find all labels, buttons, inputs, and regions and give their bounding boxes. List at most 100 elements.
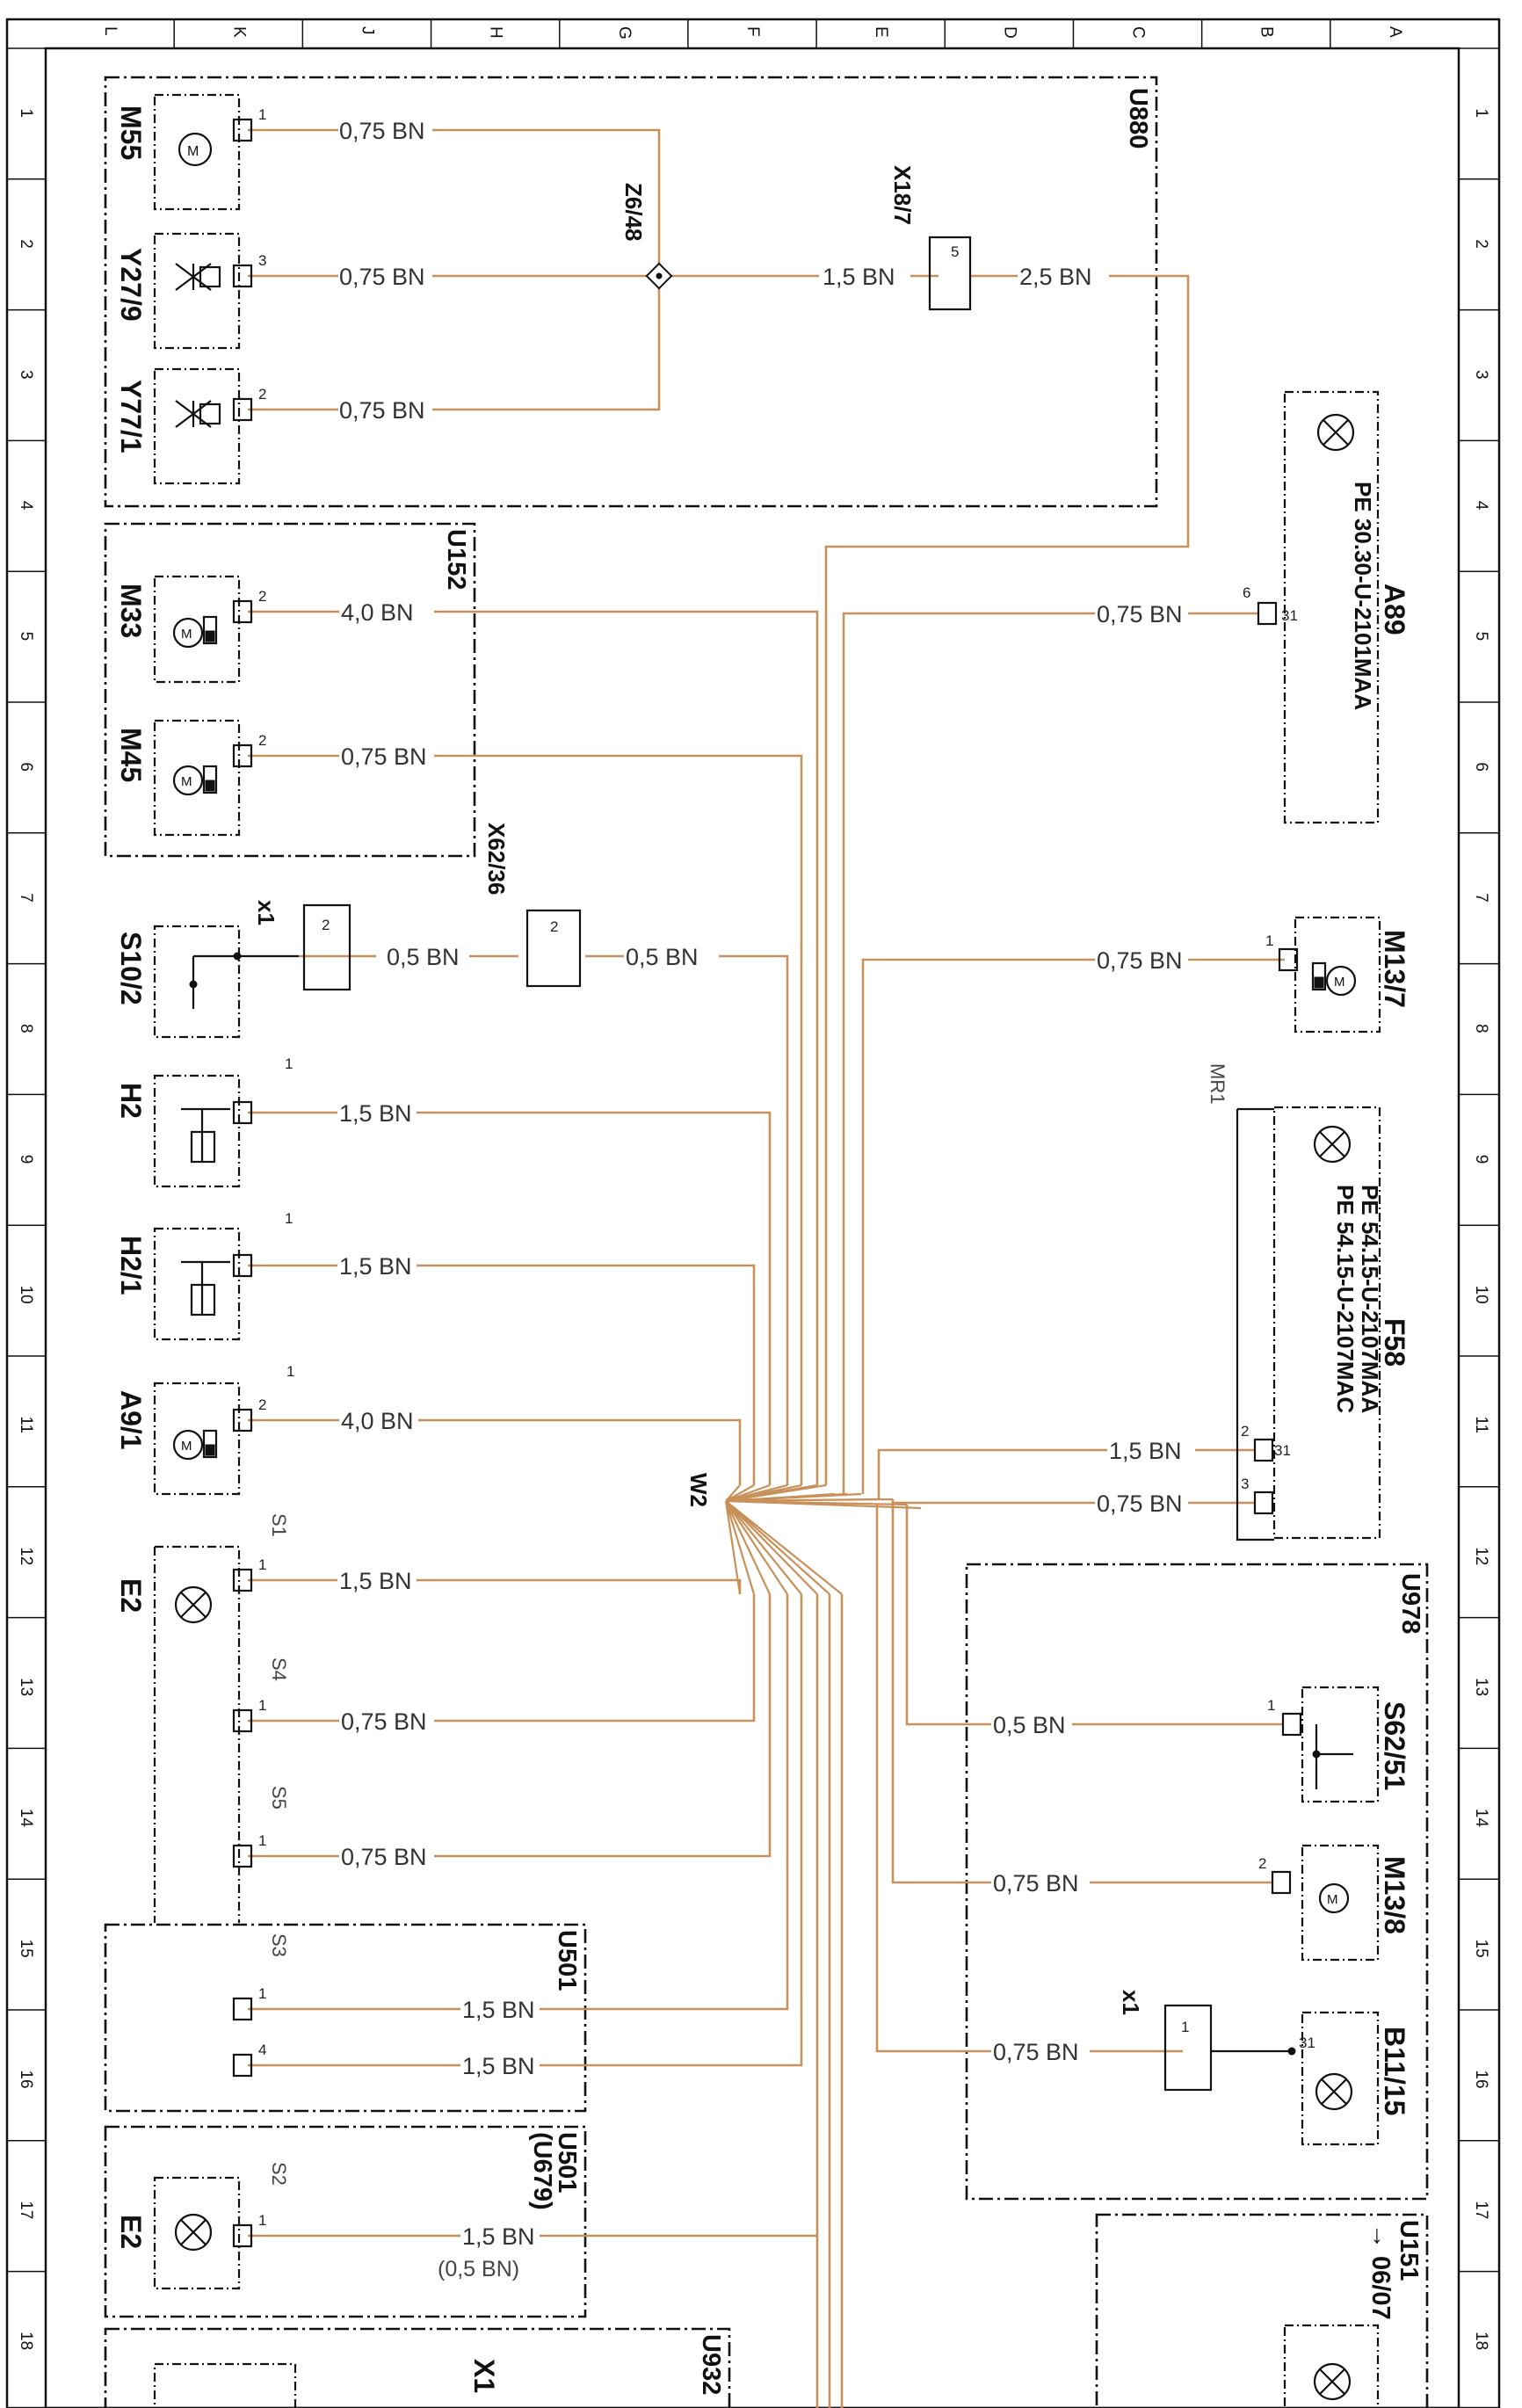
- row-label-left: 7: [17, 893, 35, 903]
- row-label-right: 18: [1472, 2332, 1490, 2350]
- pin-x1-right: 1: [1181, 2019, 1189, 2035]
- row-label-left: 5: [17, 632, 35, 642]
- wire-x18-out: [824, 274, 1190, 1485]
- pin-m33: 2: [258, 588, 266, 605]
- svg-text:M: M: [181, 774, 192, 789]
- row-label-left: 13: [17, 1678, 35, 1696]
- wire-label-e2-s2: 1,5 BN: [462, 2223, 535, 2250]
- row-label-left: 2: [17, 239, 35, 249]
- wire-label-m13-8: 0,75 BN: [993, 1870, 1079, 1897]
- box-u501-b: [104, 2125, 587, 2318]
- label-e2-a: E2: [115, 1578, 147, 1613]
- wire-a89: [842, 612, 1258, 1494]
- code-f58-2: PE 54.15-U-2107MAC: [1332, 1185, 1359, 1413]
- wire-label-m33: 4,0 BN: [341, 599, 414, 626]
- row-label-right: 11: [1472, 1416, 1490, 1433]
- connector-x1-left: 2 x1: [253, 900, 352, 991]
- row-label-right: 2: [1472, 239, 1490, 249]
- component-y27-9: 3 Y27/9: [115, 232, 266, 350]
- wire-label-s3-b: 1,5 BN: [462, 2053, 535, 2079]
- wire-s3-b: [248, 1594, 803, 2067]
- row-label-left: 14: [17, 1809, 35, 1828]
- row-label-left: 12: [17, 1547, 35, 1565]
- wire-label-s10-2: 0,5 BN: [387, 944, 460, 970]
- wire-m33: [248, 610, 819, 1485]
- row-label-right: 1: [1472, 108, 1490, 118]
- wire-label-s3-a: 1,5 BN: [462, 1997, 535, 2023]
- wire-label-a9-1: 4,0 BN: [341, 1408, 414, 1434]
- pin-m13-7: 1: [1265, 932, 1273, 949]
- label-x1-left: x1: [253, 900, 279, 925]
- pin-y77-1: 2: [258, 386, 266, 403]
- label-m33: M33: [115, 584, 147, 638]
- column-label: B: [1257, 26, 1276, 38]
- box-ref-u151: → 06/07: [1366, 2223, 1395, 2320]
- wire-m13-7: [861, 958, 1285, 1494]
- label-s3: S3: [268, 1933, 290, 1957]
- component-a89: 6 31 A89 PE 30.30-U-2101MAA: [1243, 413, 1410, 710]
- row-label-left: 10: [17, 1286, 35, 1304]
- pin-f58-b: 31: [1274, 1442, 1291, 1459]
- wire-f58-a: [877, 1448, 1255, 1499]
- label-y27-9: Y27/9: [115, 248, 147, 322]
- wire-label-x18-out: 2,5 BN: [1019, 264, 1092, 290]
- row-label-right: 14: [1472, 1809, 1490, 1828]
- pin-f58-a: 2: [1241, 1423, 1249, 1440]
- column-label: E: [872, 26, 890, 38]
- component-e2-b: 1 S2 E2: [115, 2162, 290, 2290]
- wire-s4: [248, 1594, 756, 1723]
- row-label-right: 15: [1472, 1940, 1490, 1958]
- pin-m13-8: 2: [1258, 1855, 1266, 1872]
- box-title-u151: U151: [1395, 2220, 1423, 2281]
- column-label: A: [1386, 26, 1404, 38]
- row-label-right: 7: [1472, 893, 1490, 903]
- column-label: J: [358, 26, 376, 35]
- wire-label-m45: 0,75 BN: [341, 743, 427, 770]
- component-s10-2: S10/2: [115, 925, 299, 1039]
- pin-a89-b: 31: [1281, 607, 1298, 624]
- label-y77-1: Y77/1: [115, 380, 147, 453]
- row-label-left: 11: [17, 1416, 35, 1433]
- pin-e2-s1: 1: [258, 1556, 266, 1573]
- component-f58: 2 31 3 F58 PE 54.15-U-2107MAA PE 54.15-U…: [1241, 1125, 1410, 1515]
- dashed-boxes: [104, 76, 1429, 2408]
- pin-m45: 2: [258, 732, 266, 749]
- pin-s3-a: 1: [258, 1985, 266, 2002]
- box-a89: [1283, 390, 1380, 824]
- wire-label-h2: 1,5 BN: [339, 1100, 412, 1127]
- wire-y77-1: [248, 276, 661, 411]
- pin-s5: 1: [258, 1832, 266, 1849]
- box-title-u152: U152: [442, 529, 470, 590]
- pin-a9-1-inner: 2: [258, 1396, 266, 1413]
- pin-h2-1: 1: [285, 1210, 293, 1227]
- box-title-u501-a: U501: [553, 1930, 581, 1991]
- row-label-left: 18: [17, 2332, 35, 2350]
- component-h2-1: 1 H2/1: [115, 1210, 293, 1341]
- row-label-right: 8: [1472, 1024, 1490, 1034]
- connector-x1-right: 1 x1: [1118, 1990, 1213, 2092]
- box-title-u880: U880: [1124, 88, 1152, 149]
- pin-m55: 1: [258, 106, 266, 123]
- label-a9-1: A9/1: [115, 1390, 147, 1450]
- component-e2-a: 1 1 1 S1 S4 S5 E2: [115, 1513, 290, 1923]
- label-h2-1: H2/1: [115, 1236, 147, 1295]
- wire-labels: 0,75 BN 0,75 BN 0,75 BN 1,5 BN 2,5 BN 4,…: [339, 118, 1183, 2281]
- label-z6-48: Z6/48: [620, 183, 647, 242]
- label-m45: M45: [115, 728, 147, 782]
- component-u151-symbol: [1283, 2324, 1380, 2408]
- row-label-right: 3: [1472, 370, 1490, 380]
- wire-label-z6-x18: 1,5 BN: [823, 264, 895, 290]
- row-label-left: 1: [17, 108, 35, 118]
- pin-f58-c: 3: [1241, 1476, 1249, 1492]
- wire-label-y77-1: 0,75 BN: [339, 397, 425, 424]
- row-label-right: 16: [1472, 2070, 1490, 2088]
- component-y77-1: 2 Y77/1: [115, 367, 266, 485]
- label-s1: S1: [268, 1513, 290, 1537]
- wire-m45: [248, 754, 803, 1485]
- pin-s62-51: 1: [1267, 1697, 1275, 1714]
- box-u151: [1095, 2213, 1429, 2408]
- pin-s4: 1: [258, 1697, 266, 1714]
- row-label-right: 6: [1472, 762, 1490, 772]
- component-m13-7: M 1 M13/7: [1265, 916, 1410, 1034]
